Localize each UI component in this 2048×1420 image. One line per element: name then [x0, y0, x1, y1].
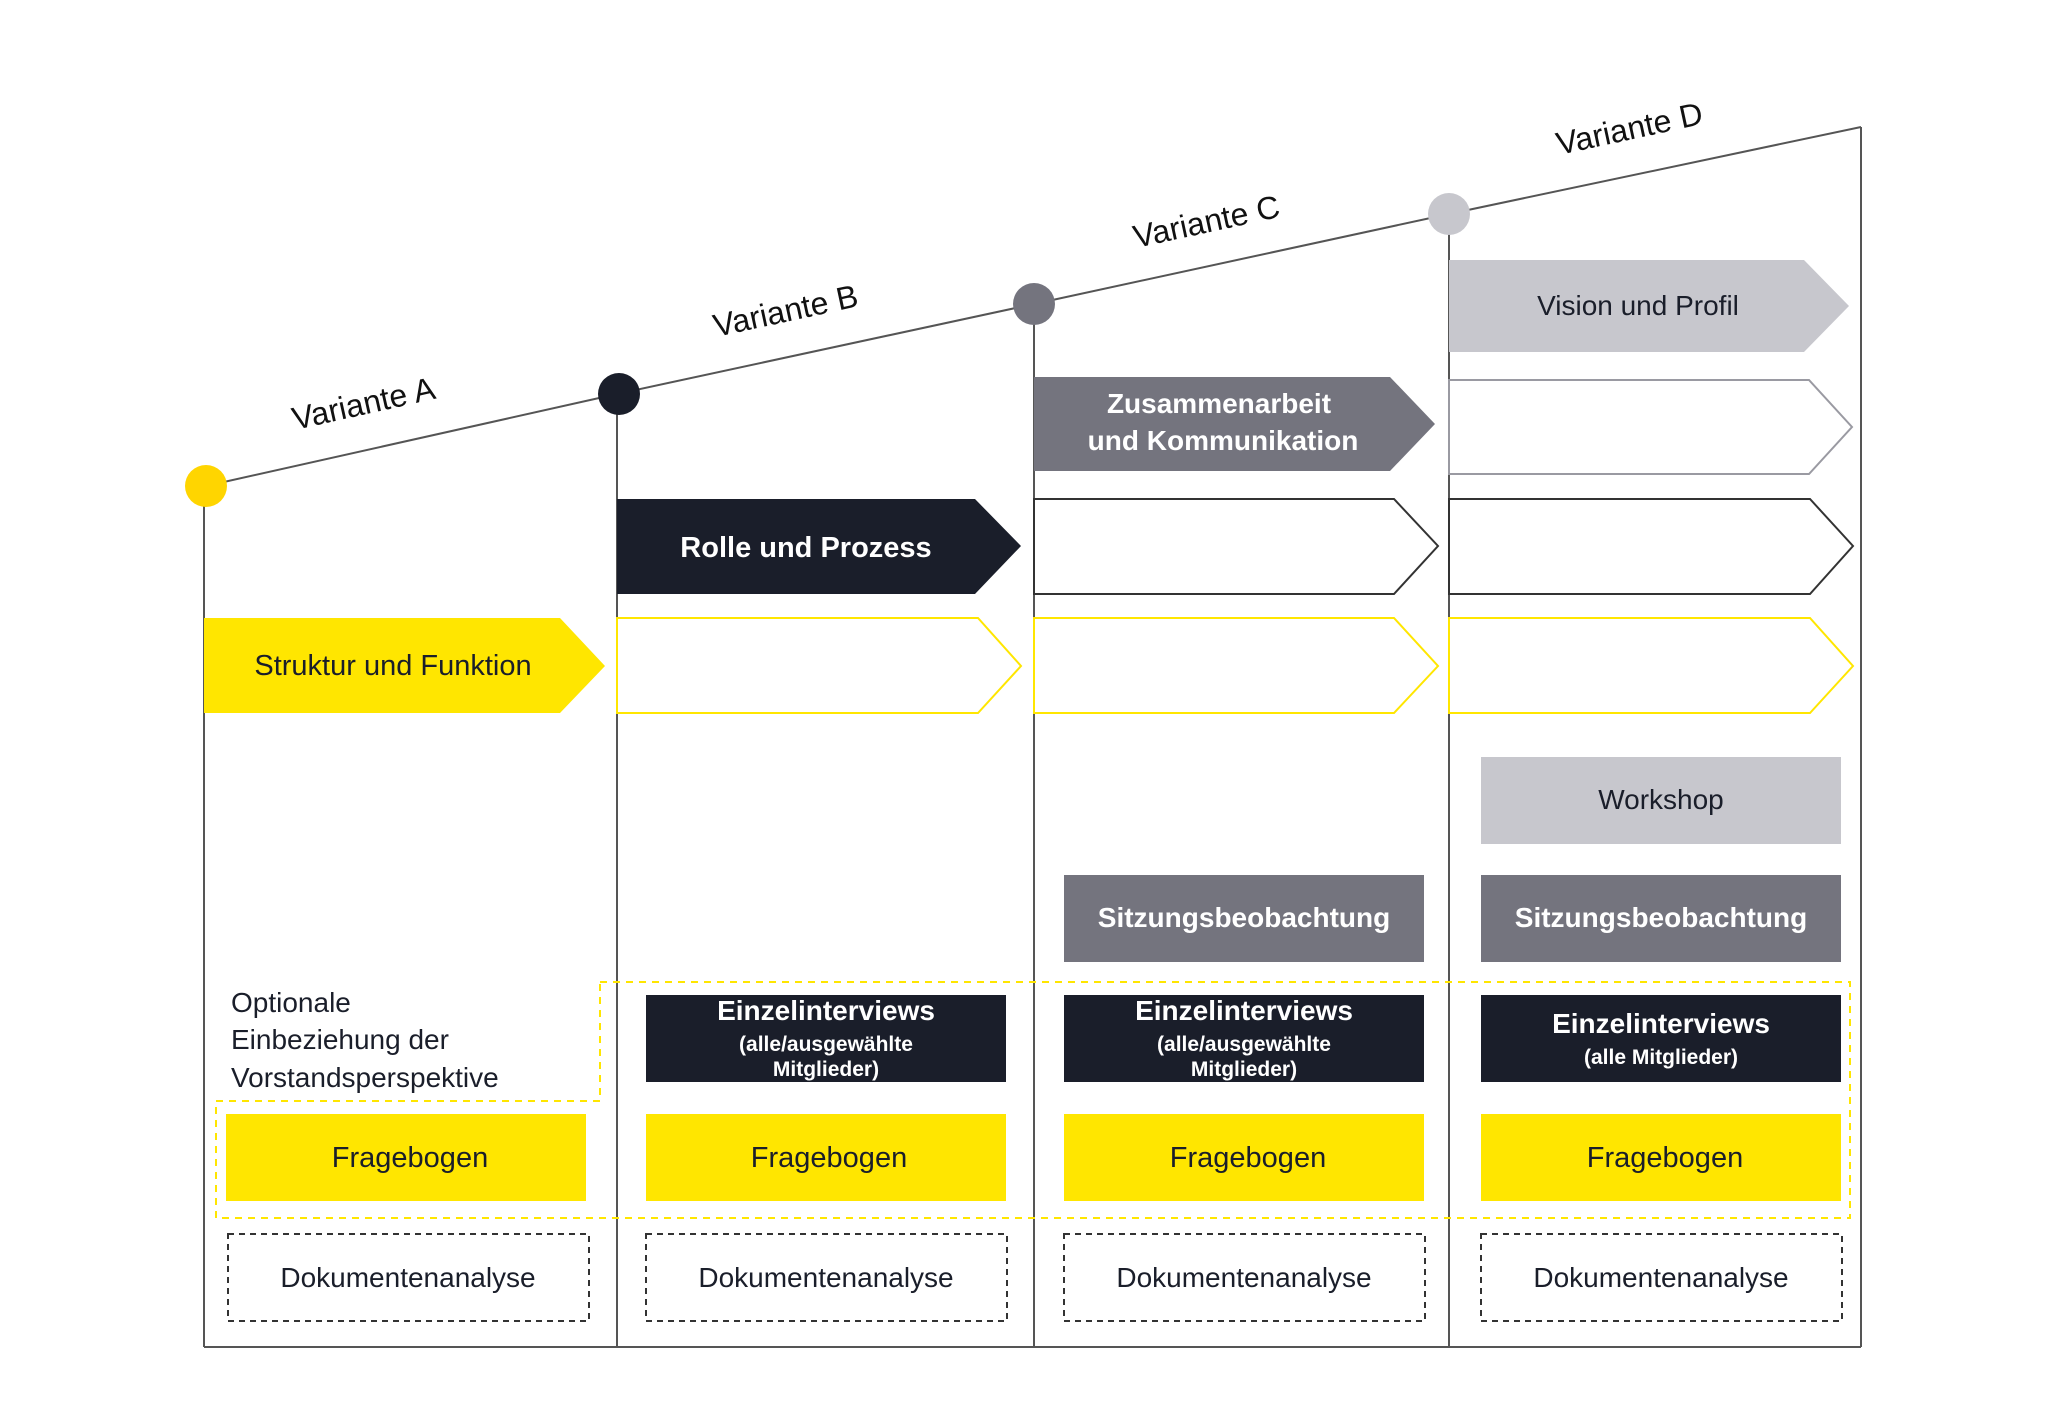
fragebogen-label-b: Fragebogen	[751, 1142, 907, 1174]
variant-c-label: Variante C	[1130, 188, 1283, 255]
optional-note-line3: Vorstandsperspektive	[231, 1062, 499, 1093]
rolle-outline-d	[1448, 498, 1855, 595]
variant-b-dot	[598, 373, 640, 415]
variant-c-dot	[1013, 283, 1055, 325]
einzel-box-b	[646, 995, 1006, 1082]
zusammenarbeit-arrow-c	[1034, 377, 1435, 471]
optional-note-line2: Einbeziehung der	[231, 1024, 449, 1055]
fragebogen-label-a: Fragebogen	[332, 1142, 488, 1174]
sitzung-label-d: Sitzungsbeobachtung	[1515, 902, 1807, 933]
sitzung-box-d	[1481, 875, 1841, 962]
variant-a-label: Variante A	[289, 370, 439, 437]
struktur-outline-b	[616, 617, 1023, 714]
doku-box-b	[645, 1233, 1008, 1322]
sitzung-box-c	[1064, 875, 1424, 962]
doku-box-d	[1480, 1233, 1843, 1322]
einzel-title-d: Einzelinterviews	[1552, 1008, 1770, 1039]
zusammenarbeit-outline-d	[1448, 379, 1854, 475]
einzel-title-c: Einzelinterviews	[1135, 995, 1353, 1026]
vision-label: Vision und Profil	[1537, 290, 1739, 321]
einzel-sub-b-line1: (alle/ausgewählte	[739, 1033, 913, 1056]
einzel-sub-b-line2: Mitglieder)	[773, 1058, 879, 1081]
struktur-outline-c	[1033, 617, 1440, 714]
einzel-sub-c-line1: (alle/ausgewählte	[1157, 1033, 1331, 1056]
einzel-sub-c-line2: Mitglieder)	[1191, 1058, 1297, 1081]
einzel-title-b: Einzelinterviews	[717, 995, 935, 1026]
einzel-box-c	[1064, 995, 1424, 1082]
optional-note-line1: Optionale	[231, 987, 351, 1018]
rolle-arrow-b	[617, 499, 1021, 594]
fragebogen-box-c	[1064, 1114, 1424, 1201]
fragebogen-box-b	[646, 1114, 1006, 1201]
variant-d-dot	[1428, 193, 1470, 235]
doku-box-a	[227, 1233, 590, 1322]
rolle-outline-c	[1033, 498, 1440, 595]
fragebogen-label-c: Fragebogen	[1170, 1142, 1326, 1174]
sitzung-label-c: Sitzungsbeobachtung	[1098, 902, 1390, 933]
vision-arrow-d	[1449, 260, 1849, 352]
optional-region-outline	[215, 981, 1851, 1219]
workshop-box-d	[1481, 757, 1841, 844]
doku-box-c	[1063, 1233, 1426, 1322]
doku-label-a: Dokumentenanalyse	[280, 1262, 535, 1293]
fragebogen-box-a	[226, 1114, 586, 1201]
doku-label-b: Dokumentenanalyse	[698, 1262, 953, 1293]
fragebogen-box-d	[1481, 1114, 1841, 1201]
einzel-box-d	[1481, 995, 1841, 1082]
variant-a-dot	[185, 465, 227, 507]
zusammenarbeit-label-line2: und Kommunikation	[1088, 425, 1359, 456]
einzel-sub-d: (alle Mitglieder)	[1584, 1046, 1738, 1069]
workshop-label: Workshop	[1598, 784, 1724, 815]
struktur-outline-d	[1448, 617, 1855, 714]
fragebogen-label-d: Fragebogen	[1587, 1142, 1743, 1174]
doku-label-c: Dokumentenanalyse	[1116, 1262, 1371, 1293]
rolle-label: Rolle und Prozess	[680, 532, 931, 564]
struktur-label: Struktur und Funktion	[254, 650, 531, 682]
doku-label-d: Dokumentenanalyse	[1533, 1262, 1788, 1293]
variant-d-label: Variante D	[1553, 95, 1706, 162]
struktur-arrow-a	[204, 618, 605, 713]
variant-b-label: Variante B	[710, 278, 861, 344]
zusammenarbeit-label-line1: Zusammenarbeit	[1107, 388, 1331, 419]
